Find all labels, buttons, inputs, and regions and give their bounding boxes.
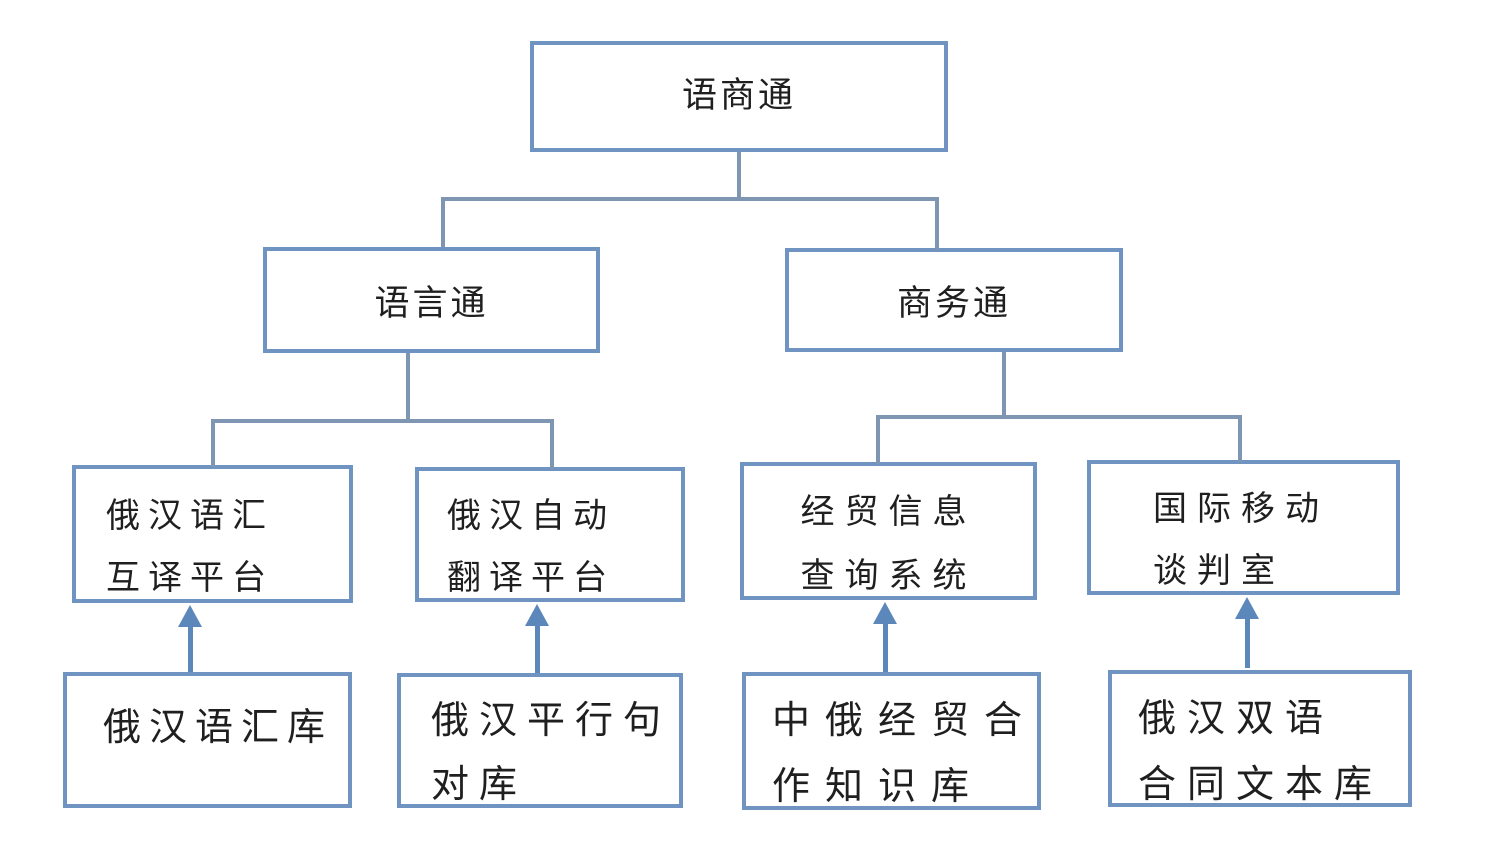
edge-business-negotiation-room-drop [1238,415,1242,462]
up-arrow-vocab-db [178,605,202,672]
node-label-line2: 合同文本库 [1138,764,1384,806]
cn-ru-trade-cooperation-kb-node: 中俄经贸合 作知识库 [742,672,1041,810]
trade-info-query-system-node: 经贸信息 查询系统 [740,462,1037,600]
ru-cn-auto-translation-platform-node: 俄汉自动 翻译平台 [415,467,685,602]
edge-root-stem [737,152,741,201]
edge-root-language-drop [441,197,445,247]
node-label-line2: 谈判室 [1153,552,1285,590]
edge-root-business-drop [935,197,939,250]
node-label-line2: 对库 [431,764,528,806]
node-label: 商务通 [896,283,1011,323]
node-label: 语言通 [374,283,489,323]
ru-cn-parallel-sentence-db-node: 俄汉平行句 对库 [397,673,683,808]
node-label-line2: 作知识库 [772,766,985,808]
up-arrow-contract-db [1235,597,1259,668]
edge-language-crossbar [211,419,554,423]
arrow-stem [882,624,888,672]
node-label-line1: 国际移动 [1153,490,1329,528]
arrowhead-icon [1235,597,1259,619]
arrow-stem [534,626,540,673]
ru-cn-vocabulary-db-node: 俄汉语汇库 [63,672,352,808]
root-node: 语商通 [530,41,948,152]
node-label-line1: 俄汉平行句 [431,700,672,742]
arrow-stem [1244,619,1250,668]
node-label: 俄汉语汇库 [103,707,334,749]
node-label-line2: 查询系统 [800,557,977,595]
node-label-line1: 俄汉语汇 [106,497,274,535]
edge-root-crossbar [441,197,939,201]
arrowhead-icon [873,602,897,624]
edge-business-crossbar [876,415,1242,419]
node-label-line1: 中俄经贸合 [772,700,1038,742]
arrowhead-icon [178,605,202,627]
business-branch-node: 商务通 [785,248,1123,352]
ru-cn-vocab-translation-platform-node: 俄汉语汇 互译平台 [72,465,353,603]
intl-mobile-negotiation-room-node: 国际移动 谈判室 [1087,460,1400,595]
node-label-line1: 经贸信息 [800,493,977,531]
arrow-stem [187,627,193,672]
node-label-line2: 翻译平台 [447,559,615,597]
language-branch-node: 语言通 [263,247,600,353]
up-arrow-trade-kb [873,602,897,672]
edge-language-stem [406,353,410,423]
up-arrow-parallel-db [525,604,549,673]
edge-language-auto-platform-drop [550,419,554,469]
edge-business-trade-system-drop [876,415,880,464]
node-label-line1: 俄汉自动 [447,497,615,535]
node-label-line1: 俄汉双语 [1138,698,1335,740]
edge-business-stem [1002,352,1006,419]
edge-language-vocab-platform-drop [211,419,215,467]
node-label: 语商通 [681,76,796,115]
node-label-line2: 互译平台 [106,559,274,597]
arrowhead-icon [525,604,549,626]
ru-cn-bilingual-contract-db-node: 俄汉双语 合同文本库 [1108,670,1412,807]
